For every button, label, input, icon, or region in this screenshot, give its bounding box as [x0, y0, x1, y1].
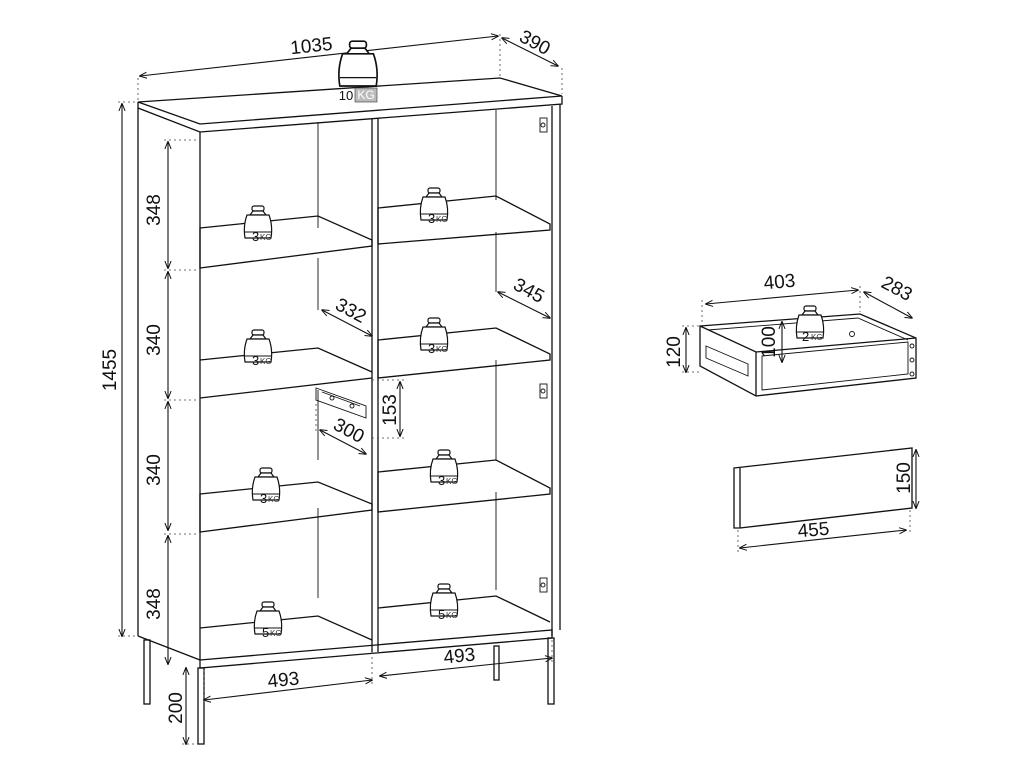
drawer-box-outline [699, 313, 917, 397]
drawer-depth-line [864, 292, 912, 318]
top-load-unit-badge [354, 87, 378, 103]
shelf-load-number: 3 [252, 229, 259, 244]
compartment-4-height-label: 348 [144, 588, 165, 620]
shelf-right-3 [377, 459, 551, 513]
drawer-width-line [706, 290, 858, 304]
shelf-load-unit: KG [260, 357, 272, 366]
depth-label: 390 [516, 26, 554, 59]
hinge-middle [539, 383, 548, 399]
drawer-front-drawing [733, 447, 913, 529]
depth-dimension-line [502, 38, 558, 66]
hinge-top [539, 117, 548, 133]
shelf-right-bottom [377, 595, 551, 623]
drawer-load-number: 2 [802, 329, 809, 344]
width-label: 1035 [289, 34, 333, 59]
slide-length-label: 300 [330, 414, 368, 447]
shelf-load-unit: KG [446, 477, 458, 486]
drawer-width-label: 403 [763, 271, 796, 295]
shelf-load-unit: KG [436, 215, 448, 224]
drawer-box-side-hole [909, 371, 915, 377]
leg-back-right [493, 645, 500, 681]
drawer-height-label: 120 [664, 336, 685, 368]
drawer-inner-height-label: 100 [759, 326, 780, 358]
shelf-load-unit: KG [446, 611, 458, 620]
top-load-unit: KG [357, 88, 374, 102]
drawer-front-width-line [740, 530, 906, 548]
shelf-left-2 [199, 347, 373, 373]
compartment-left-width-label: 493 [267, 668, 301, 692]
drawer-box-inner-rim [707, 317, 909, 341]
shelf-load-unit: KG [436, 345, 448, 354]
shelf-left-bottom [199, 615, 373, 641]
drawer-box-drawing [699, 313, 917, 397]
shelf-load-number: 3 [428, 211, 435, 226]
leg-back-left [143, 639, 151, 705]
shelf-load-labels: 3 KG 3 KG 3 KG 3 KG 3 KG 3 KG 5 KG 5 KG [252, 211, 458, 640]
shelf-left-2-front [199, 377, 373, 399]
leg-front-left [197, 667, 205, 745]
height-label: 1455 [100, 349, 121, 391]
shelf-load-number: 5 [262, 625, 269, 640]
shelf-load-number: 3 [428, 341, 435, 356]
width-dimension-line [140, 36, 498, 76]
leg-height-label: 200 [166, 692, 187, 724]
shelf-load-weights [243, 187, 459, 635]
shelf-load-number: 3 [438, 473, 445, 488]
inner-depth-right-line [498, 292, 550, 318]
drawer-front-width-label: 455 [797, 519, 830, 543]
inner-depth-right-label: 345 [510, 274, 548, 307]
drawer-box-hole [849, 331, 855, 337]
drawer-front-height-label: 150 [894, 462, 915, 494]
top-load-number: 10 [339, 88, 353, 103]
compartment-left-width-line [204, 680, 372, 700]
cabinet-dimensions: 1035 390 1455 348 340 340 348 200 493 [100, 26, 563, 744]
inner-depth-left-line [322, 310, 372, 336]
drawer-front-panel [733, 447, 913, 529]
shelf-load-unit: KG [260, 233, 272, 242]
drawer-slide [315, 387, 367, 419]
drawer-box-side-hole [909, 357, 915, 363]
shelf-right-2 [377, 327, 551, 379]
compartment-1-height-label: 348 [144, 194, 165, 226]
shelf-load-number: 3 [260, 491, 267, 506]
drawer-box-runner [705, 345, 749, 377]
inner-depth-left-label: 332 [332, 294, 370, 327]
top-load-weight [338, 40, 378, 87]
shelf-load-unit: KG [268, 495, 280, 504]
drawer-depth-label: 283 [878, 272, 916, 305]
compartment-3-height-label: 340 [144, 454, 165, 486]
hinge-bottom [539, 577, 548, 593]
compartment-2-height-label: 340 [144, 324, 165, 356]
drawer-front-dimensions: 455 150 [737, 450, 916, 552]
shelf-left-3 [199, 481, 373, 533]
drawer-box-inner-front [761, 341, 909, 391]
slide-height-label: 153 [380, 394, 401, 426]
cabinet-drawing [137, 77, 563, 745]
drawer-load-unit: KG [811, 333, 823, 342]
compartment-right-width-line [380, 658, 552, 676]
shelf-load-number: 3 [252, 353, 259, 368]
compartment-right-width-label: 493 [443, 644, 477, 668]
shelf-right-1 [377, 195, 551, 245]
leg-front-right [547, 637, 555, 705]
shelf-load-unit: KG [270, 629, 282, 638]
drawer-box-side-hole [909, 343, 915, 349]
slide-length-line [320, 430, 366, 454]
shelf-load-number: 5 [438, 607, 445, 622]
shelf-left-1 [199, 215, 373, 269]
